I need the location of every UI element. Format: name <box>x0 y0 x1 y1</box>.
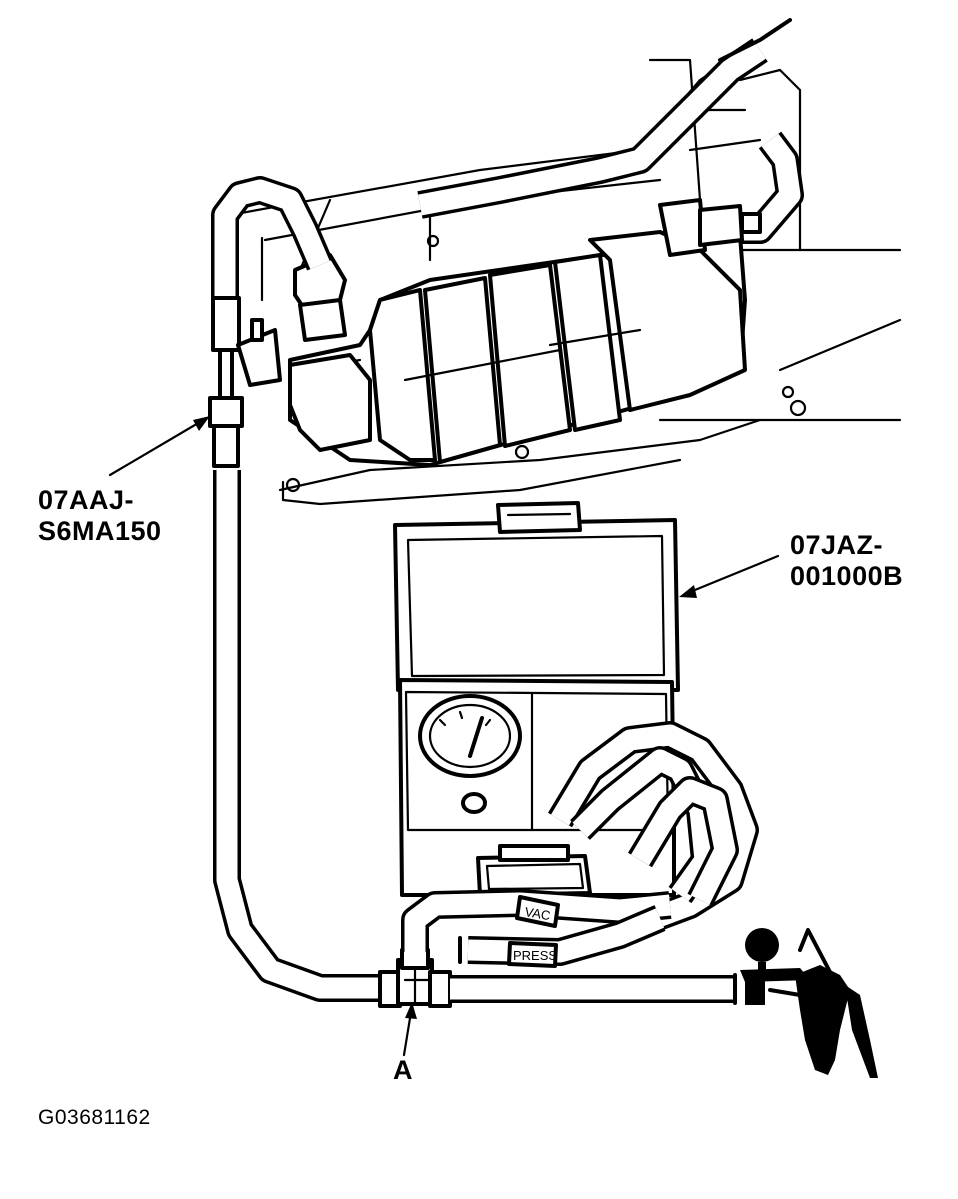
hand-vacuum-pump <box>740 928 878 1078</box>
callout-arrows <box>108 416 780 1057</box>
figure-code: G03681162 <box>38 1106 151 1129</box>
tee-fitting <box>378 948 452 1008</box>
vac-tag-label: VAC <box>524 904 552 923</box>
press-tag-label: PRESS <box>513 948 557 963</box>
vac-tag: VAC <box>515 895 560 928</box>
test-hose <box>213 470 385 1002</box>
canister-hose <box>211 176 333 320</box>
press-tag: PRESS <box>507 941 558 968</box>
tee-point-label: A <box>393 1055 413 1085</box>
hose-adapter <box>208 296 282 468</box>
tester-part-label: 07JAZ- 001000B <box>790 530 904 591</box>
tester-case <box>393 501 680 897</box>
evap-canister <box>288 198 762 467</box>
pump-hose <box>450 973 737 1005</box>
tester-hoses <box>401 721 759 966</box>
adapter-part-label: 07AAJ- S6MA150 <box>38 485 162 546</box>
